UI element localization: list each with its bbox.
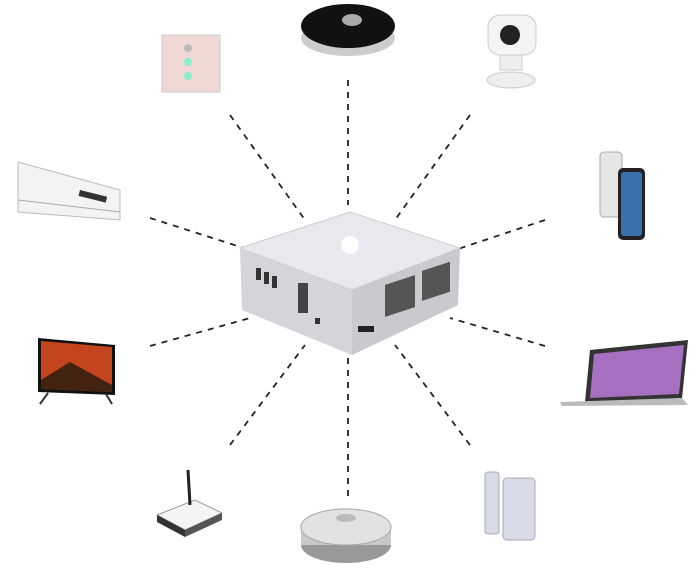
connector-line [394, 344, 471, 446]
connector-line [454, 219, 546, 251]
air-conditioner-icon [17, 161, 121, 221]
connector-line [449, 317, 546, 347]
connector-line [149, 317, 251, 347]
laptop-icon [560, 340, 688, 406]
connector-line [394, 114, 471, 221]
smartphone-icon [599, 151, 645, 240]
connector-line [229, 344, 306, 446]
connector-lines [149, 80, 546, 500]
ip-camera-icon [486, 14, 537, 89]
wifi-router-icon [155, 469, 224, 537]
wall-switch-panel-icon [161, 34, 221, 93]
door-sensor-icon [484, 471, 536, 541]
smart-home-gateway-icon [238, 211, 462, 355]
round-sensor-bottom-icon [300, 508, 392, 563]
round-hub-top-icon [301, 4, 395, 56]
connector-line [149, 217, 251, 251]
connector-line [229, 114, 306, 221]
television-icon [38, 338, 115, 405]
